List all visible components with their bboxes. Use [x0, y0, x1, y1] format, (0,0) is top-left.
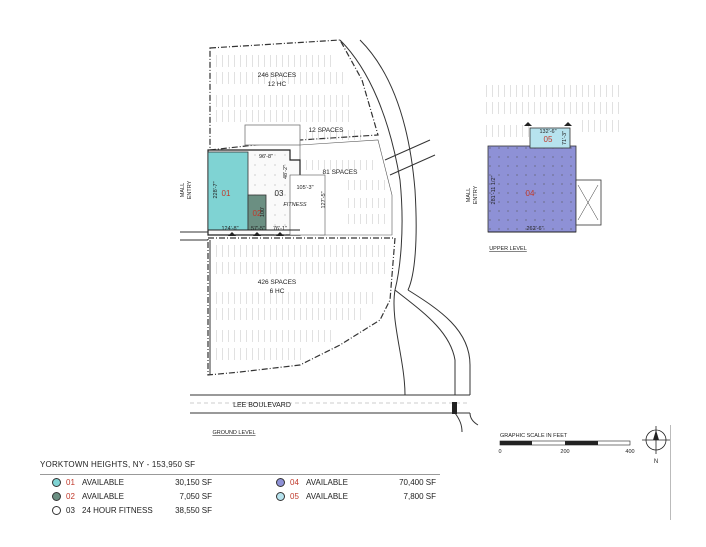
- dim-132-6: 132'-6": [539, 129, 556, 135]
- scale-title: GRAPHIC SCALE IN FEET: [500, 433, 568, 439]
- legend-code: 05: [290, 492, 299, 501]
- parking-south-label: 426 SPACES: [258, 279, 297, 286]
- dim-127-5: 127'-5": [321, 191, 327, 208]
- legend-name: AVAILABLE: [306, 492, 348, 501]
- scale-tick-400: 400: [625, 449, 634, 455]
- north-label: N: [654, 459, 658, 465]
- mall-entry-upper-2: ENTRY: [473, 185, 479, 204]
- legend-sf: 7,050 SF: [179, 492, 212, 501]
- dim-262-6: 262'-6": [526, 226, 543, 232]
- legend-code: 04: [290, 478, 299, 487]
- dim-48-2: 48'-2": [283, 165, 289, 179]
- ground-level-building: [207, 149, 326, 236]
- legend-title: YORKTOWN HEIGHTS, NY - 153,950 SF: [40, 460, 196, 469]
- legend-item: 03 24 HOUR FITNESS 38,550 SF: [52, 506, 212, 515]
- legend-sf: 70,400 SF: [399, 478, 436, 487]
- unit-02-label: 02: [253, 209, 262, 218]
- dim-105-3: 105'-3": [296, 185, 313, 191]
- legend-rule: [40, 474, 440, 475]
- dim-57-5: 57'-5": [251, 226, 265, 232]
- parking-north-label: 246 SPACES: [258, 72, 297, 79]
- dim-228-7: 228'-7": [213, 181, 219, 198]
- legend-sf: 30,150 SF: [175, 478, 212, 487]
- legend-swatch: [276, 478, 285, 487]
- scale-tick-0: 0: [498, 449, 501, 455]
- unit-04-label: 04: [526, 189, 535, 198]
- access-road: [180, 39, 471, 396]
- unit-01-label: 01: [222, 189, 231, 198]
- dim-76-1: 76'-1": [273, 226, 287, 232]
- upper-level-label: UPPER LEVEL: [489, 246, 527, 252]
- legend-name: AVAILABLE: [82, 478, 124, 487]
- dim-71-3: 71'-3": [562, 131, 568, 145]
- legend-code: 03: [66, 506, 75, 515]
- legend-sf: 38,550 SF: [175, 506, 212, 515]
- graphic-scale: GRAPHIC SCALE IN FEET 0 200 400: [498, 433, 634, 455]
- legend-sf: 7,800 SF: [403, 492, 436, 501]
- fitness-logo: FITNESS: [283, 202, 307, 208]
- mall-entry-ground-2: ENTRY: [187, 180, 193, 199]
- unit-05: [529, 127, 571, 149]
- legend-item: 05 AVAILABLE 7,800 SF: [276, 492, 436, 501]
- legend-item: 01 AVAILABLE 30,150 SF: [52, 478, 212, 487]
- parking-north-hc-label: 12 HC: [268, 81, 287, 88]
- unit-03-label: 03: [275, 189, 284, 198]
- legend-item: 02 AVAILABLE 7,050 SF: [52, 492, 212, 501]
- mall-entry-ground-1: MALL: [180, 183, 186, 197]
- unit-05-label: 05: [544, 135, 553, 144]
- north-parking-lot: [209, 39, 379, 151]
- mall-entry-upper-1: MALL: [466, 188, 472, 202]
- legend-swatch: [52, 492, 61, 501]
- divider: [670, 425, 671, 520]
- dim-281-11: 281'-11 1/2": [491, 176, 497, 205]
- lee-boulevard: [190, 394, 479, 433]
- legend-name: AVAILABLE: [306, 478, 348, 487]
- north-arrow-icon: N: [642, 426, 670, 465]
- legend-name: AVAILABLE: [82, 492, 124, 501]
- legend-name: 24 HOUR FITNESS: [82, 506, 153, 515]
- upper-level-building: [482, 85, 622, 233]
- parking-south-hc-label: 6 HC: [270, 288, 285, 295]
- scale-tick-200: 200: [560, 449, 569, 455]
- street-label: LEE BOULEVARD: [233, 402, 291, 409]
- legend-swatch: [52, 506, 61, 515]
- south-parking-lot: [207, 237, 396, 376]
- legend-code: 02: [66, 492, 75, 501]
- parking-12-label: 12 SPACES: [309, 127, 345, 134]
- legend-swatch: [276, 492, 285, 501]
- ground-level-label: GROUND LEVEL: [212, 430, 255, 436]
- legend: YORKTOWN HEIGHTS, NY - 153,950 SF: [40, 460, 460, 475]
- dim-124-8: 124'-8": [221, 226, 238, 232]
- dim-96-8: 96'-8": [259, 154, 273, 160]
- dim-100: 100': [260, 207, 266, 217]
- legend-swatch: [52, 478, 61, 487]
- legend-item: 04 AVAILABLE 70,400 SF: [276, 478, 436, 487]
- legend-code: 01: [66, 478, 75, 487]
- parking-81-label: 81 SPACES: [323, 169, 359, 176]
